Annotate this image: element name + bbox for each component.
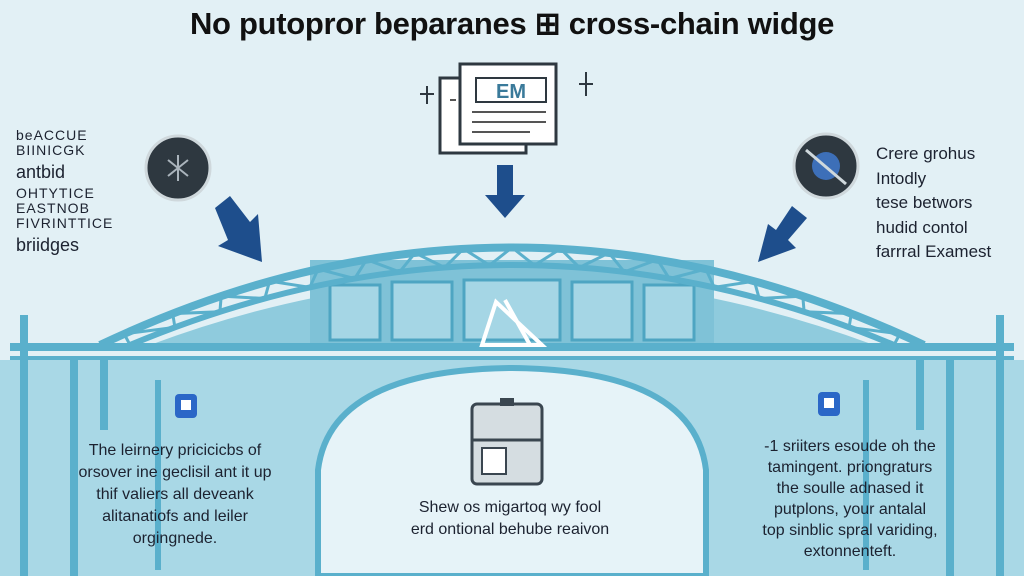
bridge-towers — [20, 315, 1004, 576]
sparkle-icon — [579, 72, 593, 96]
right-node-icon — [792, 132, 860, 200]
text-line: thif valiers all deveank — [96, 486, 254, 503]
inner-arch — [128, 262, 896, 348]
text-line: putplons, your antalal — [773, 501, 927, 518]
left-note: OHTYTICE — [16, 185, 95, 201]
text-line: erd ontional behube reaivon — [410, 521, 610, 538]
page-title: No putopror beparanes ⊞ cross-chain widg… — [189, 6, 835, 41]
text-line: extonnenteft. — [803, 543, 897, 560]
left-note: EASTNOB — [16, 200, 90, 216]
right-notes: Crere grohus Intodly tese betwors hudid … — [876, 142, 991, 265]
bridge-rail — [10, 356, 1014, 360]
text-line: tamingent. priongraturs — [767, 459, 933, 476]
briefcase-icon — [470, 398, 544, 486]
text-line: orsover ine geclisil ant it up — [78, 464, 272, 481]
arrow-down-icon — [485, 165, 525, 218]
right-description: -1 sriiters esoude oh the tamingent. pri… — [725, 436, 975, 562]
document-icon: EM — [438, 62, 558, 155]
left-description: The leirnery pricicicbs of orsover ine g… — [55, 440, 295, 550]
arrow-left-icon — [215, 196, 262, 262]
arch-windows — [328, 278, 696, 342]
lattice-truss — [121, 245, 903, 346]
svg-text:EM: EM — [496, 81, 526, 103]
right-note: tese betwors — [876, 193, 973, 212]
left-note: beACCUE — [16, 127, 88, 143]
arch-lattice — [121, 245, 903, 346]
text-line: top sinblic spral variding, — [762, 522, 938, 539]
left-note: BIINICGK — [16, 142, 86, 158]
left-note: FIVRINTTICE — [16, 215, 114, 231]
triangle-icon — [479, 298, 548, 347]
sparkle-icon — [420, 86, 434, 104]
text-line: the soulle adnased it — [776, 480, 924, 497]
right-note: Intodly — [876, 168, 927, 188]
left-node-icon — [144, 134, 212, 202]
right-note: farrral Examest — [876, 242, 992, 261]
left-note: briidges — [16, 235, 80, 255]
shield-right-icon — [818, 392, 840, 416]
center-description: Shew os migartoq wy fool erd ontional be… — [360, 497, 660, 541]
text-line: orgingnede. — [132, 530, 218, 547]
left-notes: beACCUE BIINICGK antbid OHTYTICE EASTNOB… — [16, 128, 113, 259]
right-note: hudid contol — [876, 217, 968, 237]
left-note: antbid — [16, 162, 66, 182]
right-note: Crere grohus — [876, 144, 976, 163]
arrow-right-icon — [758, 206, 807, 262]
shield-left-icon — [175, 394, 197, 418]
text-line: The leirnery pricicicbs of — [88, 442, 262, 459]
arrows — [215, 165, 807, 262]
text-line: alitanatiofs and leiler — [102, 508, 248, 525]
text-line: Shew os migartoq wy fool — [418, 499, 602, 516]
text-line: -1 sriiters esoude oh the — [764, 438, 936, 455]
